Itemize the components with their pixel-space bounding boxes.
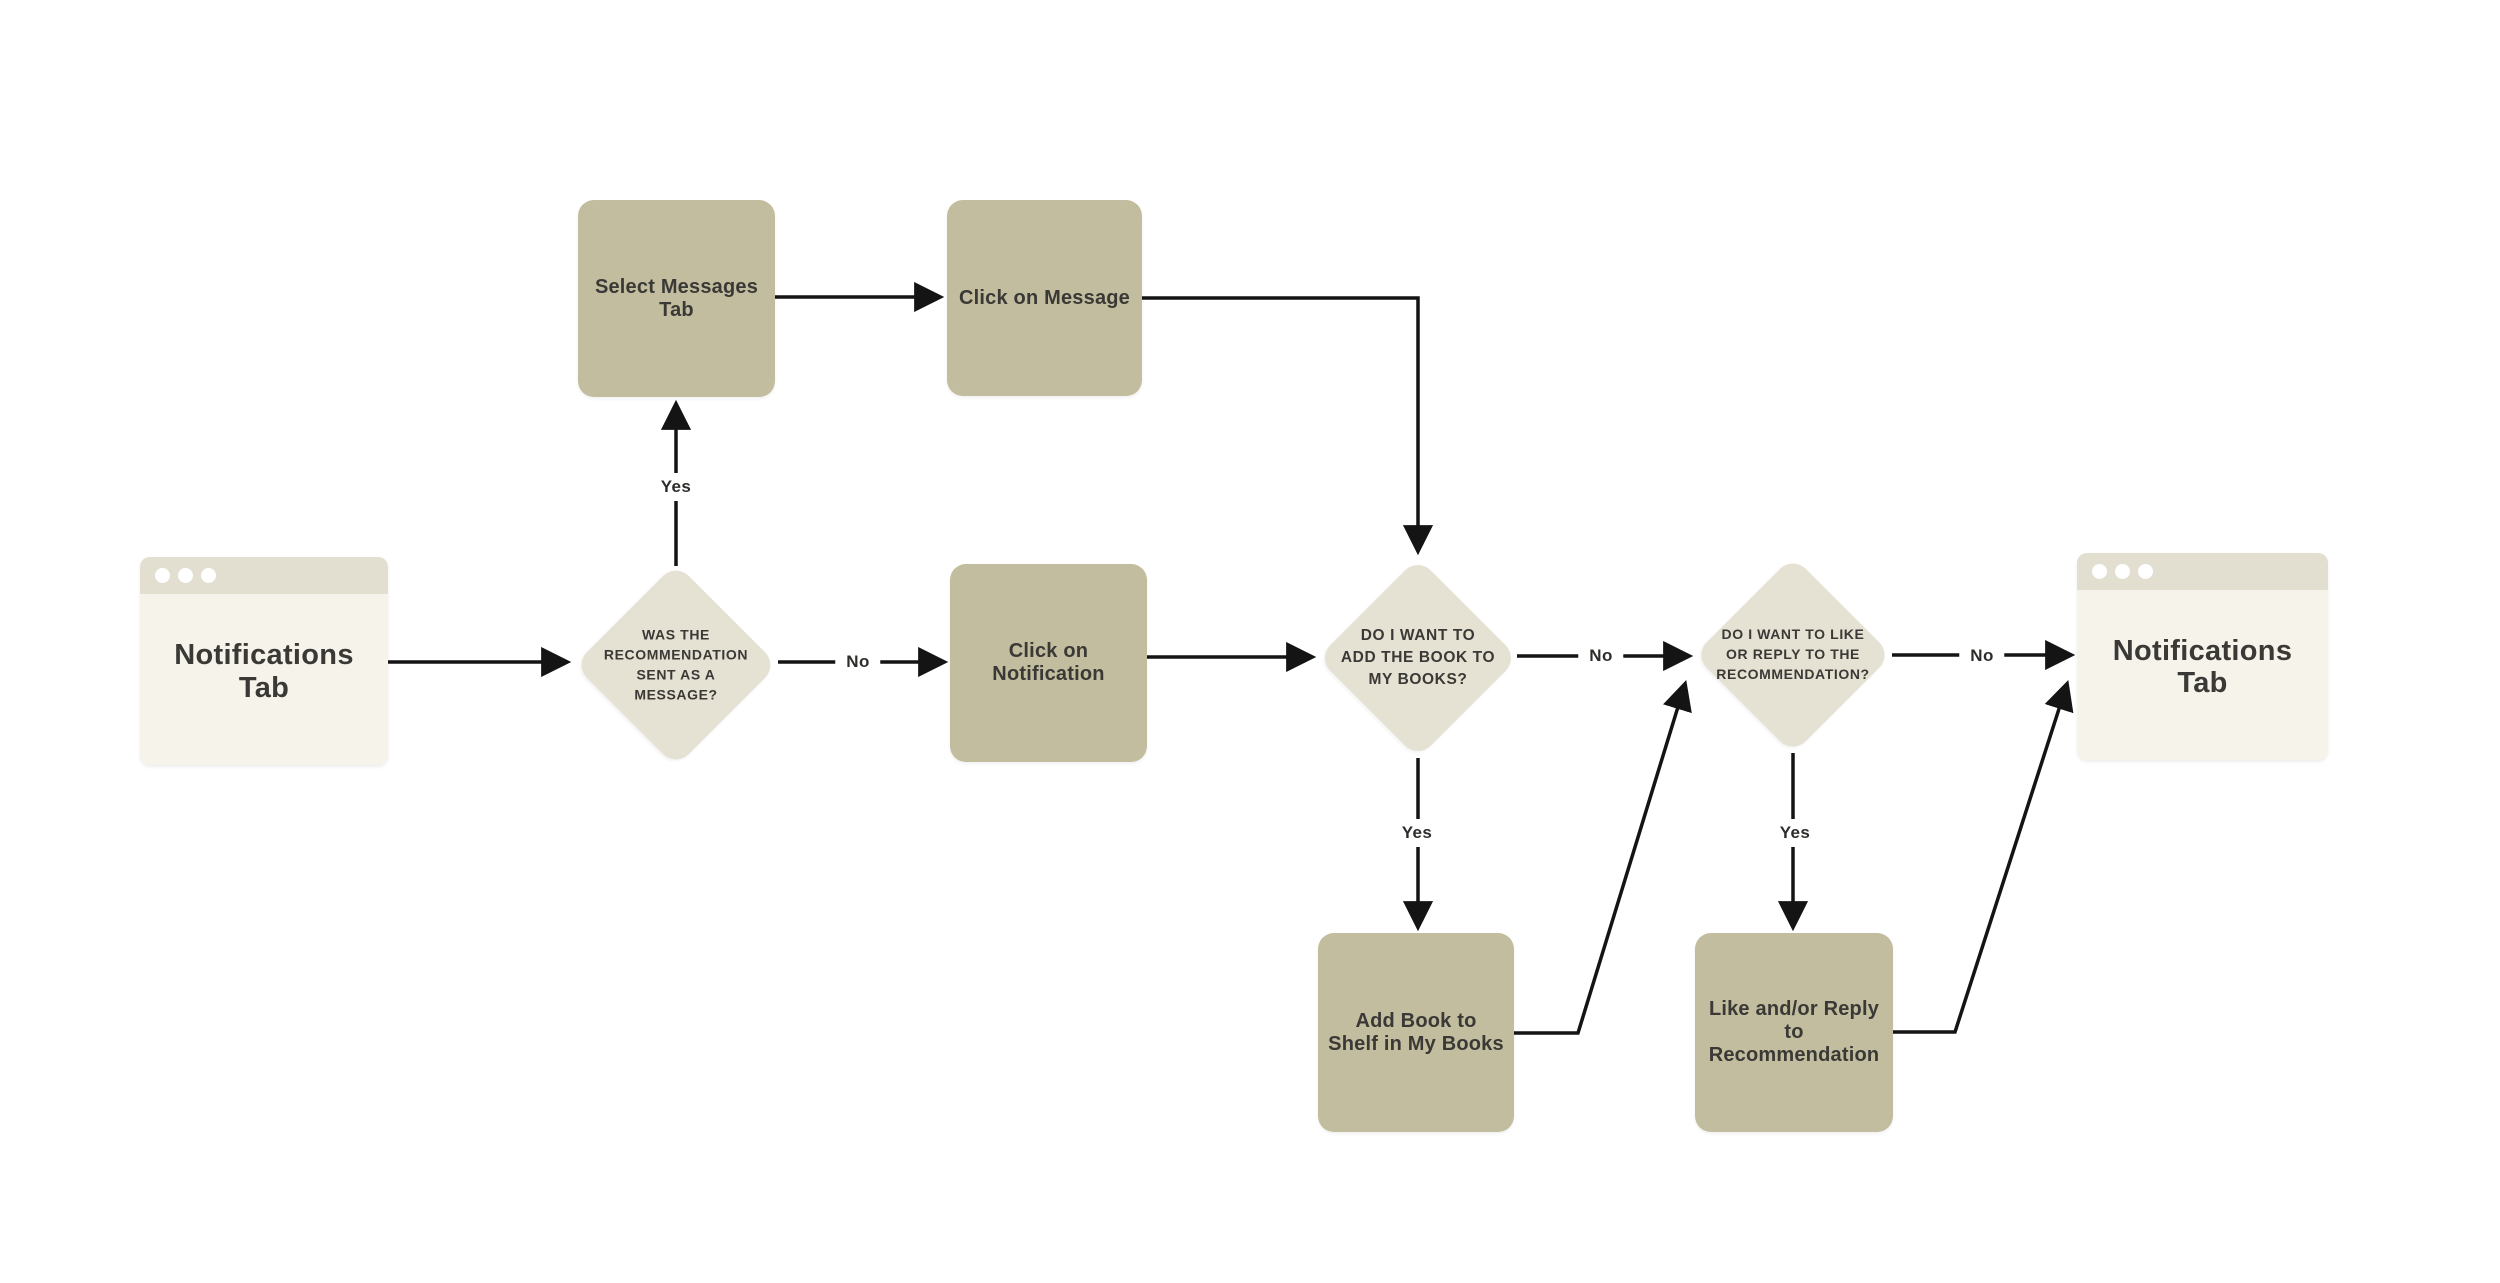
connector-click-message-to-decision2 [1142, 296, 1434, 556]
window-dot-icon [178, 568, 193, 583]
process-select-messages-tab-label: Select Messages Tab [594, 275, 759, 321]
window-dot-icon [2115, 564, 2130, 579]
edge-label-no: No [1959, 642, 2005, 670]
process-like-or-reply-label: Like and/or Reply to Recommendation [1708, 998, 1880, 1066]
decision-sent-as-message: WAS THE RECOMMENDATION SENT AS A MESSAGE… [574, 563, 778, 767]
window-dot-icon [201, 568, 216, 583]
connector-add-book-to-decision3 [1513, 679, 1692, 1035]
process-click-on-notification: Click on Notification [950, 564, 1147, 762]
decision-add-book: DO I WANT TO ADD THE BOOK TO MY BOOKS? [1317, 557, 1519, 759]
window-titlebar [140, 557, 388, 594]
end-window-node: Notifications Tab [2077, 553, 2328, 760]
process-add-book-to-shelf-label: Add Book to Shelf in My Books [1328, 1009, 1504, 1055]
window-titlebar [2077, 553, 2328, 590]
decision-add-book-label: DO I WANT TO ADD THE BOOK TO MY BOOKS? [1340, 627, 1496, 688]
edge-label-yes: Yes [1768, 819, 1822, 847]
process-like-or-reply: Like and/or Reply to Recommendation [1695, 933, 1893, 1132]
window-dot-icon [2092, 564, 2107, 579]
edge-label-yes: Yes [1390, 819, 1444, 847]
process-click-on-message: Click on Message [947, 200, 1142, 396]
edge-label-no: No [1578, 642, 1624, 670]
decision-sent-as-message-label: WAS THE RECOMMENDATION SENT AS A MESSAGE… [603, 626, 749, 702]
end-window-label: Notifications Tab [2112, 634, 2293, 699]
process-click-on-message-label: Click on Message [958, 286, 1131, 309]
start-window-label: Notifications Tab [174, 639, 354, 704]
process-click-on-notification-label: Click on Notification [992, 640, 1105, 685]
process-select-messages-tab: Select Messages Tab [578, 200, 775, 397]
window-dot-icon [155, 568, 170, 583]
decision-like-reply-label: DO I WANT TO LIKE OR REPLY TO THE RECOMM… [1716, 626, 1870, 682]
connector-like-reply-to-end [1893, 679, 2074, 1034]
window-dot-icon [2138, 564, 2153, 579]
process-add-book-to-shelf: Add Book to Shelf in My Books [1318, 933, 1514, 1132]
edge-label-yes: Yes [649, 473, 703, 501]
edge-label-no: No [835, 648, 881, 676]
start-window-node: Notifications Tab [140, 557, 388, 765]
decision-like-reply: DO I WANT TO LIKE OR REPLY TO THE RECOMM… [1694, 556, 1892, 754]
